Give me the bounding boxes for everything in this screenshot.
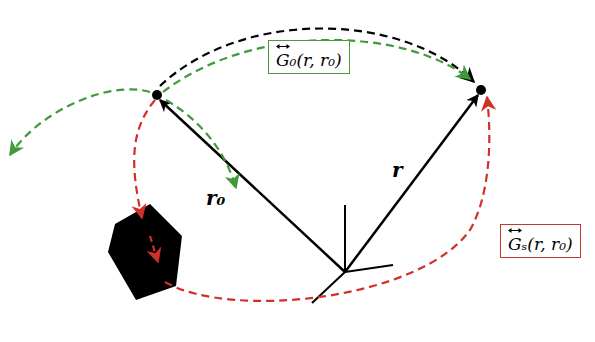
green-function-symbol: G₀(r, r₀) — [276, 50, 342, 70]
green-function-symbol: Gₛ(r, r₀) — [508, 234, 573, 254]
free-wave — [10, 89, 150, 155]
scattered-wave — [165, 97, 489, 301]
vector-r0 — [160, 100, 345, 272]
vector-label: r — [392, 158, 403, 182]
vector-r — [345, 95, 478, 272]
free-wave — [166, 100, 236, 188]
observation-point — [476, 85, 486, 95]
scattered-wave — [134, 100, 155, 218]
tensor-arrow — [276, 43, 290, 50]
scattered-wave — [150, 236, 158, 262]
free-wave — [163, 40, 470, 92]
tensor-arrow — [508, 227, 522, 234]
direct-path — [160, 28, 474, 86]
source-point — [152, 90, 162, 100]
vector-label: r₀ — [206, 186, 225, 210]
green-function-box: G₀(r, r₀) — [268, 40, 350, 74]
scattered-green-function-box: Gₛ(r, r₀) — [500, 224, 581, 258]
